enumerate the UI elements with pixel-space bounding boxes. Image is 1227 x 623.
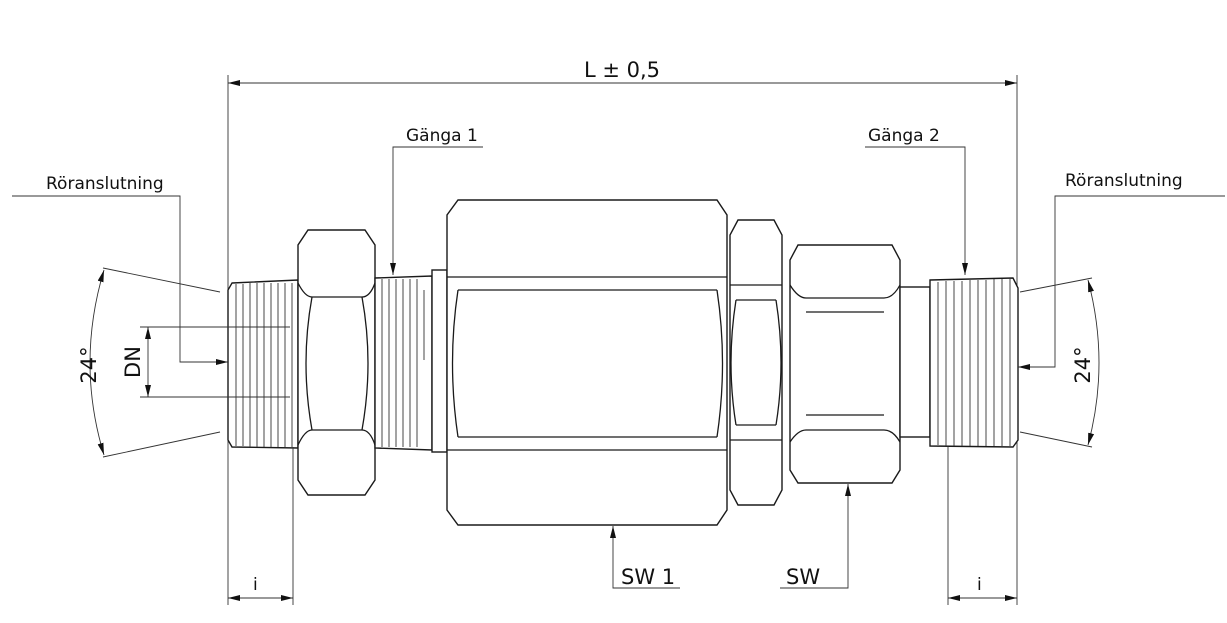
left-thread — [227, 279, 299, 449]
insertion-right-dimension: i — [947, 447, 1017, 605]
right-thread — [929, 277, 1019, 448]
sw-label: SW — [786, 565, 820, 589]
pipe-connection-right-callout: Röranslutning — [1018, 171, 1225, 370]
pipe-connection-left-label: Röranslutning — [46, 174, 164, 194]
length-label: L ± 0,5 — [584, 58, 660, 82]
right-hex-nut — [789, 244, 931, 484]
thread-1-callout: Gänga 1 — [390, 126, 483, 275]
thread-2-callout: Gänga 2 — [865, 126, 968, 275]
thread-1-label: Gänga 1 — [406, 126, 478, 146]
length-dimension: L ± 0,5 — [227, 58, 1018, 605]
insertion-left-dimension: i — [228, 447, 294, 605]
left-hex-nut — [297, 229, 376, 496]
angle-right-dimension: 24° — [1019, 277, 1100, 448]
insertion-left-label: i — [253, 575, 258, 595]
dn-label: DN — [121, 346, 145, 378]
sw1-callout: SW 1 — [610, 526, 680, 589]
angle-left-dimension: 24° — [77, 267, 221, 458]
thread-2-label: Gänga 2 — [868, 126, 940, 146]
main-hex-body — [446, 199, 728, 526]
insertion-right-label: i — [977, 575, 982, 595]
angle-right-label: 24° — [1071, 346, 1095, 383]
pipe-connection-right-label: Röranslutning — [1065, 171, 1183, 191]
thread-1 — [374, 269, 448, 453]
sw-callout: SW — [780, 484, 851, 589]
dn-dimension: DN — [121, 326, 290, 398]
sw1-label: SW 1 — [621, 565, 675, 589]
small-hex — [729, 219, 783, 506]
pipe-connection-left-callout: Röranslutning — [12, 174, 228, 365]
angle-left-label: 24° — [77, 346, 101, 383]
